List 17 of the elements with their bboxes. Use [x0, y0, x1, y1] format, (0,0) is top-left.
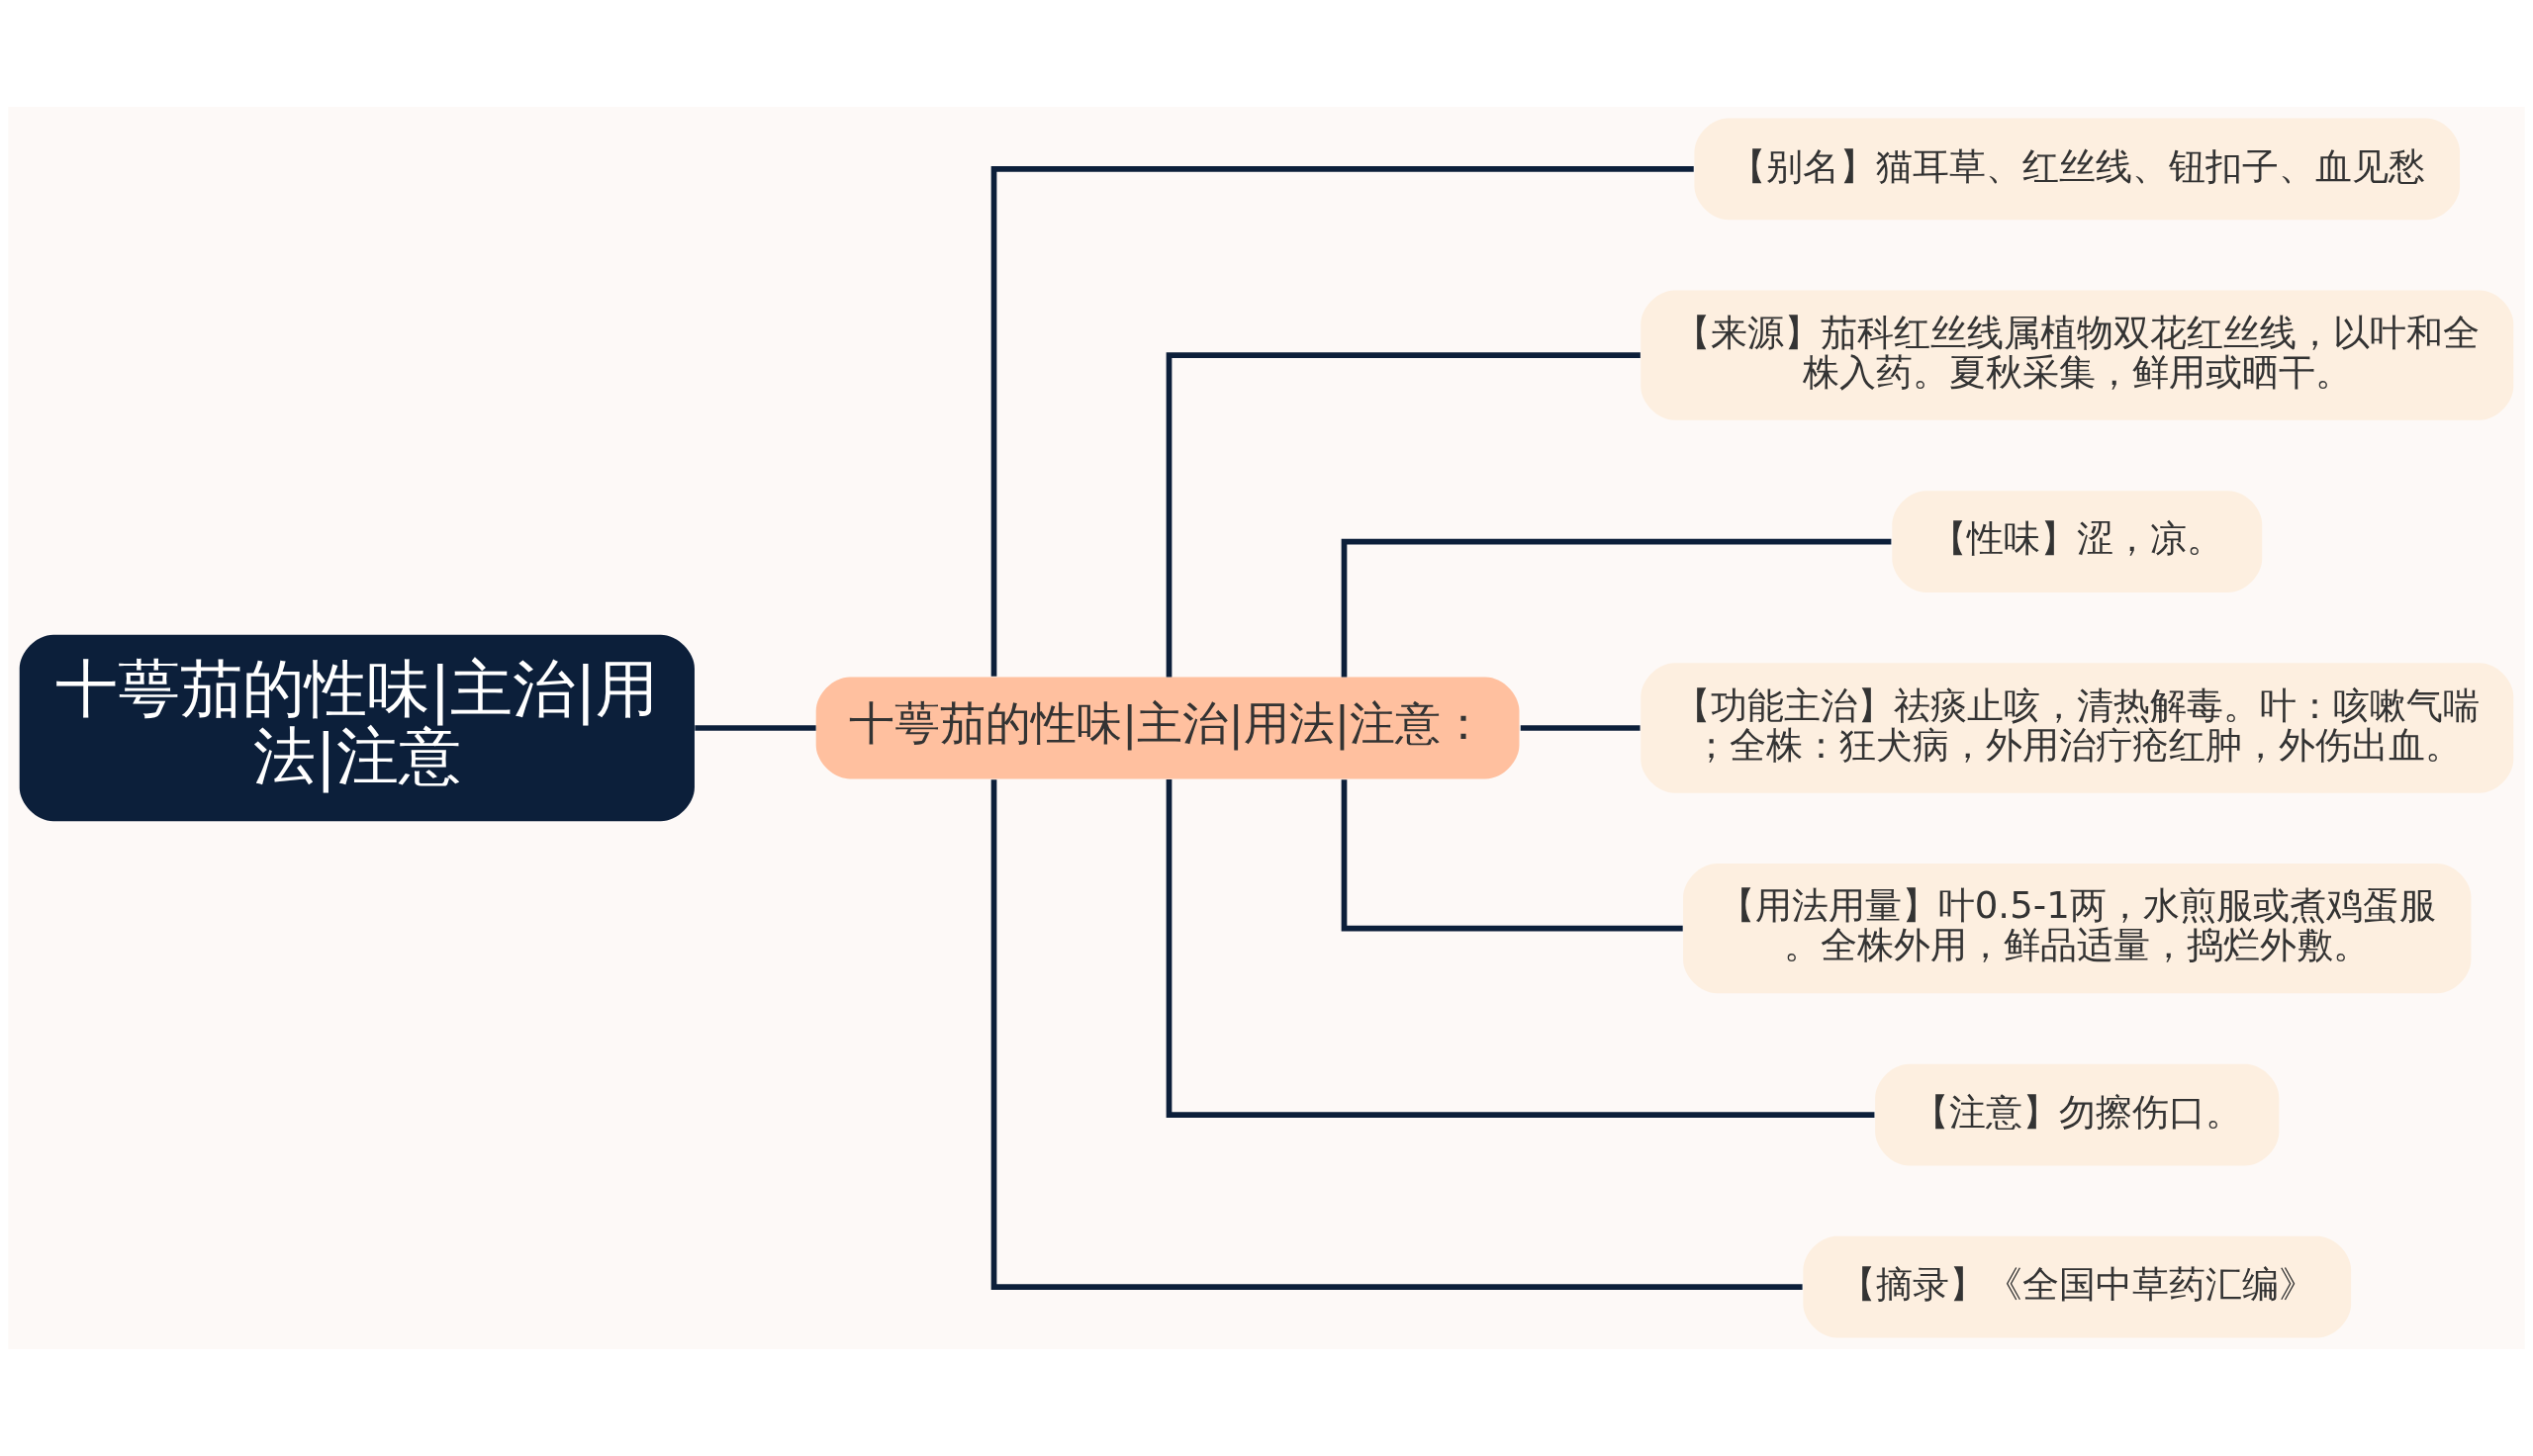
node-box: 【别名】猫耳草、红丝线、钮扣子、血见愁: [1694, 118, 2461, 221]
connector: [1166, 778, 1875, 1118]
connector: [1341, 779, 1683, 932]
node-box: 【功能主治】祛痰止咳，清热解毒。叶：咳嗽气喘；全株：狂犬病，外用治疔疮红肿，外伤出血。: [1641, 663, 2514, 793]
node-box: 十萼茄的性味|主治|用法|注意: [19, 634, 695, 822]
connector: [1166, 352, 1641, 678]
node-box: 【注意】勿擦伤口。: [1875, 1063, 2280, 1166]
node-box: 【用法用量】叶0.5-1两，水煎服或煮鸡蛋服。全株外用，鲜品适量，捣烂外敷。: [1683, 864, 2472, 994]
node-box: 【来源】茄科红丝线属植物双花红丝线，以叶和全株入药。夏秋采集，鲜用或晒干。: [1641, 290, 2514, 420]
connector: [1341, 538, 1892, 678]
node-box: 【摘录】《全国中草药汇编》: [1803, 1235, 2352, 1338]
connector: [1520, 725, 1641, 731]
node-box: 十萼茄的性味|主治|用法|注意：: [815, 677, 1520, 779]
connector: [990, 779, 1803, 1291]
node-box: 【性味】涩，凉。: [1892, 491, 2263, 592]
connector: [990, 165, 1694, 677]
connector: [695, 725, 816, 731]
